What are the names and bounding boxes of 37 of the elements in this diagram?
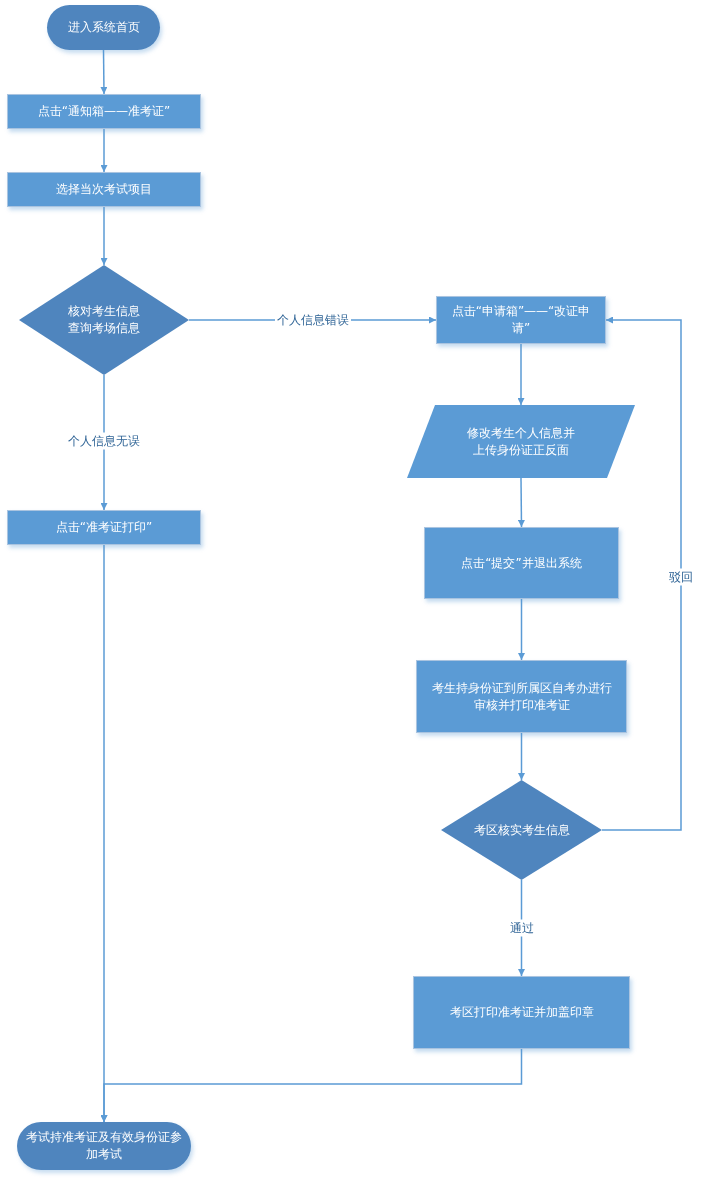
node-label: 修改考生个人信息并上传身份证正反面 — [466, 424, 576, 459]
node-label: 考试持准考证及有效身份证参加考试 — [25, 1129, 183, 1163]
arrow — [517, 477, 525, 528]
process-box — [413, 976, 630, 1049]
arrow — [518, 732, 525, 781]
process-box — [436, 296, 606, 344]
arrow — [100, 49, 108, 95]
node-label: 考生持身份证到所属区自考办进行审核并打印准考证 — [430, 679, 613, 714]
terminal-box — [47, 5, 160, 50]
arrow — [601, 316, 682, 831]
arrow — [100, 544, 108, 1123]
process-box — [424, 527, 619, 599]
arrow — [517, 343, 525, 406]
decision-diamond — [19, 265, 189, 375]
node-label: 选择当次考试项目 — [56, 181, 152, 198]
arrow — [518, 598, 525, 661]
node-label: 考区打印准考证并加盖印章 — [449, 1004, 594, 1021]
node-label: 点击“准考证打印” — [55, 519, 153, 536]
process-box — [7, 510, 201, 545]
edge-label: 个人信息无误 — [66, 432, 142, 450]
node-label: 点击“通知箱——准考证” — [37, 103, 171, 120]
node-label: 点击“提交”并退出系统 — [461, 554, 582, 572]
input-parallelogram — [407, 405, 635, 478]
edge-label: 通过 — [507, 919, 536, 937]
node-label: 进入系统首页 — [67, 19, 140, 36]
arrow — [100, 206, 108, 266]
arrow — [100, 128, 108, 173]
process-box — [416, 660, 627, 733]
edge-label: 个人信息错误 — [275, 311, 351, 329]
process-box — [7, 172, 201, 207]
process-box — [7, 94, 201, 129]
node-label: 点击“申请箱”——“改证申请” — [450, 303, 592, 337]
terminal-box — [17, 1122, 191, 1170]
edge-label: 驳回 — [667, 568, 695, 586]
node-label: 考区核实考生信息 — [473, 821, 570, 839]
decision-diamond — [441, 780, 602, 880]
node-label: 核对考生信息查询考场信息 — [67, 303, 141, 337]
